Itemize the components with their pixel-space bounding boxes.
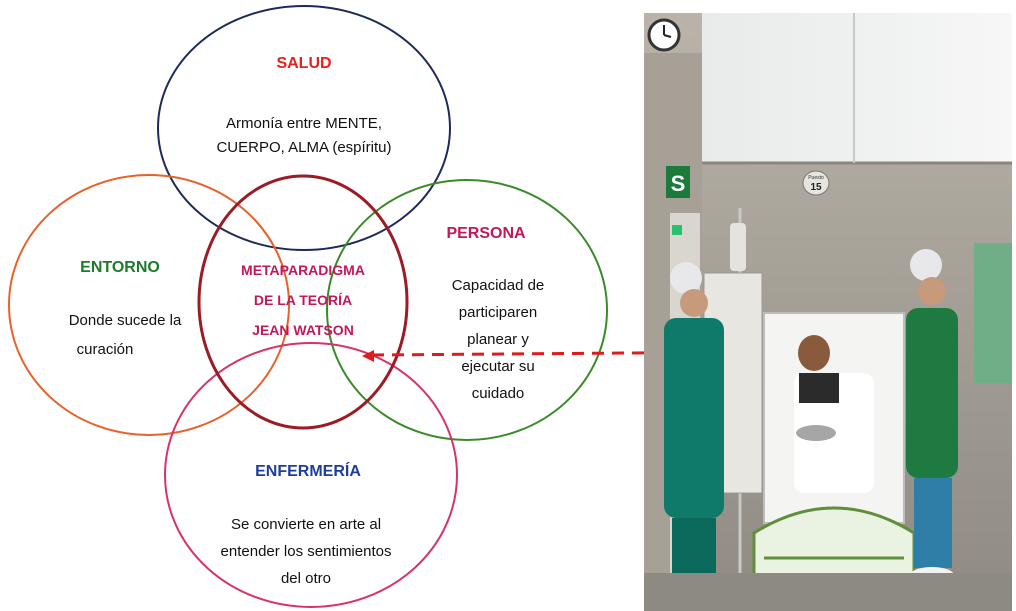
entorno-circle [8, 174, 290, 436]
entorno-line-2: curación [77, 341, 134, 358]
persona-line-1: Capacidad de [452, 277, 545, 294]
persona-line-4: ejecutar su [461, 358, 534, 375]
salud-line-1: Armonía entre MENTE, [226, 115, 382, 132]
persona-title: PERSONA [446, 225, 526, 242]
center-line-3: JEAN WATSON [252, 322, 354, 338]
safety-sign [666, 166, 690, 198]
room-number-plate [802, 170, 830, 196]
center-circle [197, 174, 409, 430]
sign-letter: S [671, 171, 686, 196]
enfermeria-line-3: del otro [281, 570, 331, 587]
svg-text:15: 15 [810, 182, 822, 193]
persona-line-5: cuidado [472, 385, 525, 402]
enfermeria-line-1: Se convierte en arte al [231, 516, 381, 533]
center-line-1: METAPARADIGMA [241, 262, 365, 278]
persona-circle [326, 179, 608, 441]
persona-line-3: planear y [467, 331, 529, 348]
salud-line-2: CUERPO, ALMA (espíritu) [216, 139, 391, 156]
photo-illustration: S Puesto 15 [644, 13, 1012, 611]
arrow-head-icon [362, 350, 374, 362]
center-line-2: DE LA TEORÍA [254, 292, 352, 308]
salud-title: SALUD [276, 55, 331, 72]
svg-text:Puesto: Puesto [808, 175, 824, 181]
hospital-room-photo: S Puesto 15 [644, 13, 1012, 611]
entorno-line-1: Donde sucede la [69, 312, 182, 329]
enfermeria-line-2: entender los sentimientos [221, 543, 392, 560]
enfermeria-circle [164, 342, 458, 608]
entorno-title: ENTORNO [80, 259, 160, 276]
salud-circle [157, 5, 451, 251]
enfermeria-title: ENFERMERÍA [255, 461, 361, 480]
persona-line-2: participaren [459, 304, 537, 321]
